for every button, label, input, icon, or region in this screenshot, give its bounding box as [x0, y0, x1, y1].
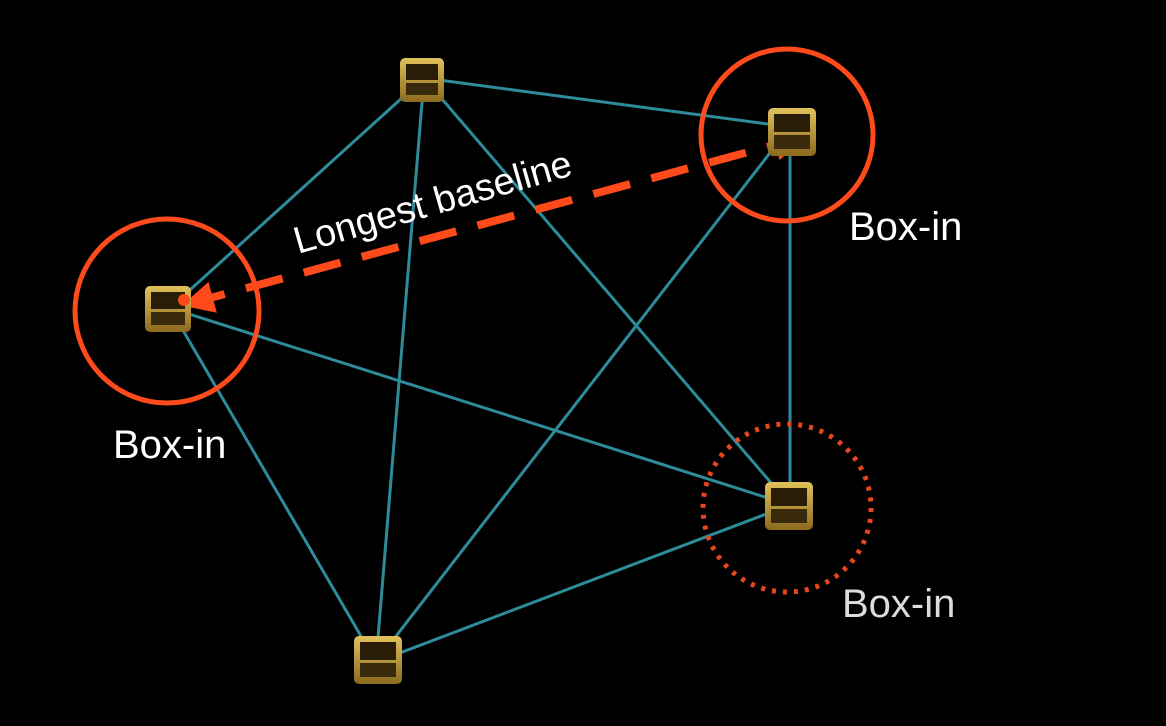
baseline-link-a-c — [168, 76, 426, 310]
antenna-node-icon — [354, 636, 402, 684]
box-in-label-right-bottom: Box-in — [842, 582, 955, 626]
box-in-ring-right-bottom — [700, 421, 874, 595]
baseline-link-a-e — [368, 76, 432, 664]
baseline-link-c-e — [168, 306, 378, 664]
box-in-label-left: Box-in — [113, 423, 226, 467]
baseline-link-d-e — [374, 502, 792, 665]
highlight-dot — [178, 294, 190, 306]
antenna-node-icon — [768, 108, 816, 156]
box-in-label-right-top: Box-in — [849, 205, 962, 249]
baseline-link-c-d — [168, 304, 792, 509]
antenna-node-icon — [400, 58, 444, 102]
baseline-link-a-b — [422, 71, 792, 134]
antenna-node-icon — [145, 286, 191, 332]
baseline-link-a-d — [422, 76, 792, 507]
antenna-node-icon — [765, 482, 813, 530]
baseline-links — [168, 71, 799, 665]
longest-baseline-arrow — [181, 129, 807, 313]
